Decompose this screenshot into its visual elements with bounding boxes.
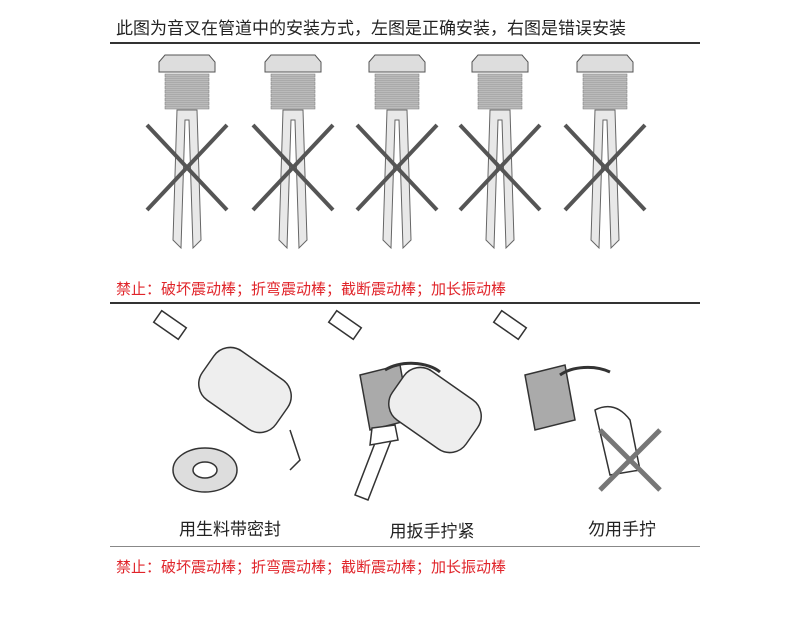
page-title: 此图为音叉在管道中的安装方式，左图是正确安装，右图是错误安装 xyxy=(116,19,626,39)
forbidden-rod-illustrations xyxy=(145,54,647,250)
rod-3 xyxy=(355,54,439,250)
caption-seal-tape: 用生料带密封 xyxy=(179,520,281,540)
caption-no-hand: 勿用手拧 xyxy=(588,520,656,540)
rod-4 xyxy=(458,54,542,250)
divider xyxy=(110,42,700,44)
sealing-tape-illustration xyxy=(152,309,301,493)
warning-text-top: 禁止：破坏震动棒；折弯震动棒；截断震动棒；加长振动棒 xyxy=(116,280,507,298)
warning-text-bottom: 禁止：破坏震动棒；折弯震动棒；截断震动棒；加长振动棒 xyxy=(116,558,507,576)
rod-1 xyxy=(145,54,229,250)
rod-2 xyxy=(251,54,335,250)
divider xyxy=(110,302,700,304)
no-hand-tighten-illustration xyxy=(492,309,662,492)
caption-wrench: 用扳手拧紧 xyxy=(389,522,475,542)
wrench-illustration xyxy=(327,309,482,501)
divider xyxy=(110,546,700,547)
rod-5 xyxy=(563,54,647,250)
